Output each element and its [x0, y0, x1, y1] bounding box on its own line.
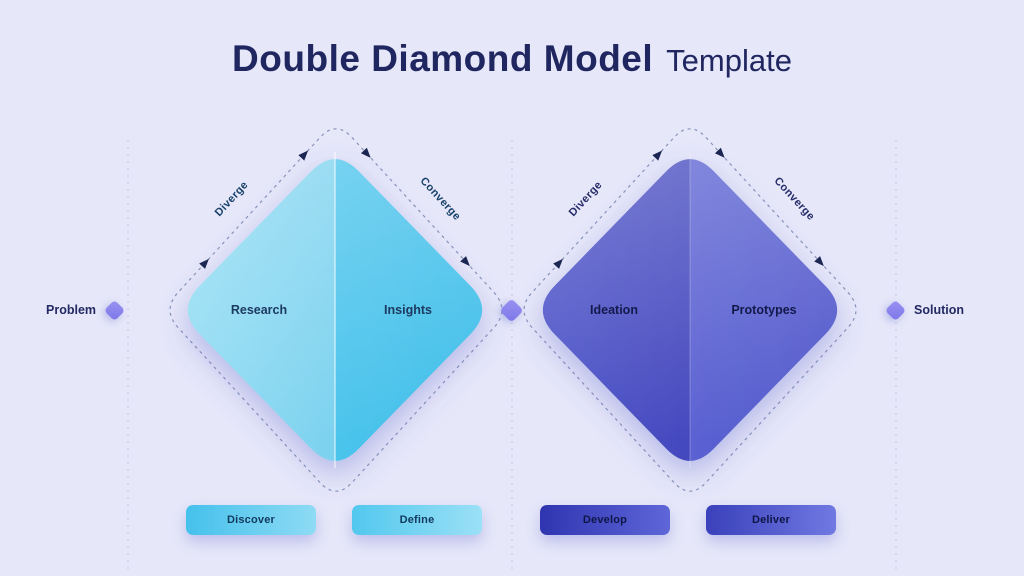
title-main: Double Diamond Model	[232, 38, 654, 79]
flow-arrow-icon	[360, 147, 371, 158]
problem-diamond-icon	[103, 299, 126, 321]
research-label: Research	[231, 303, 287, 317]
diverge-label-right: Diverge	[567, 179, 605, 219]
flow-outline-right	[523, 128, 857, 492]
solution-endpoint: Solution	[884, 299, 964, 321]
flow-arrow-icon	[553, 258, 563, 269]
title-suffix: Template	[666, 43, 792, 78]
flow-arrow-icon	[199, 258, 209, 269]
stage-pill-discover[interactable]: Discover	[186, 505, 316, 535]
insights-label: Insights	[384, 303, 432, 317]
flow-outline-left	[169, 128, 503, 492]
flow-arrow-icon	[714, 147, 725, 158]
ideation-label: Ideation	[590, 303, 638, 317]
stage-pill-deliver[interactable]: Deliver	[706, 505, 836, 535]
stage-pill-develop[interactable]: Develop	[540, 505, 670, 535]
flow-arrow-icon	[298, 150, 309, 161]
solution-label: Solution	[914, 303, 964, 317]
prototypes-label: Prototypes	[731, 303, 796, 317]
diverge-label-left: Diverge	[213, 179, 251, 219]
page-title: Double Diamond Model Template	[0, 38, 1024, 80]
problem-endpoint: Problem	[46, 299, 126, 321]
flow-arrow-icon	[814, 256, 824, 267]
problem-label: Problem	[46, 303, 97, 317]
flow-arrow-icon	[652, 150, 663, 161]
stage-pill-define[interactable]: Define	[352, 505, 482, 535]
flow-arrow-icon	[460, 256, 470, 267]
solution-diamond-icon	[884, 299, 907, 321]
diamond-shine	[542, 159, 838, 461]
